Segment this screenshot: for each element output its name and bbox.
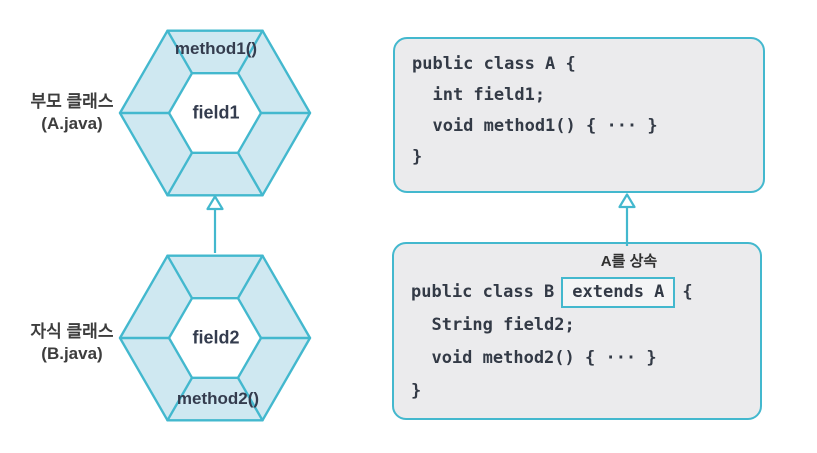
child-field-text: field2	[192, 327, 240, 348]
parent-class-filename: (A.java)	[41, 114, 103, 133]
class-a-code-box: public class A { int field1; void method…	[393, 37, 765, 193]
extends-a-highlight-box: extends A	[561, 277, 676, 308]
child-method-text: method2()	[176, 389, 260, 408]
code-text: public class B	[411, 282, 555, 302]
child-class-filename: (B.java)	[41, 344, 103, 363]
parent-field-text: field1	[192, 102, 240, 123]
code-line: }	[411, 381, 422, 401]
class-b-code-box: A를 상속 public class B extends A { String fi…	[392, 242, 762, 420]
code-line-extends: public class B extends A {	[411, 276, 756, 309]
hexagon-inheritance-arrow	[206, 195, 224, 253]
code-line: void method2() { ··· }	[411, 348, 657, 368]
class-a-code: public class A { int field1; void method…	[412, 49, 759, 173]
code-inheritance-arrow	[618, 193, 636, 246]
code-line: int field1;	[412, 85, 546, 105]
code-line: public class A {	[412, 54, 576, 74]
extends-annotation: A를 상속	[600, 253, 658, 270]
child-class-label-korean: 자식 클래스	[30, 322, 114, 341]
parent-class-label-korean: 부모 클래스	[30, 92, 114, 111]
parent-method-text: method1()	[174, 39, 258, 58]
parent-class-label: 부모 클래스 (A.java)	[7, 91, 137, 135]
child-class-label: 자식 클래스 (B.java)	[7, 321, 137, 365]
code-line: void method1() { ··· }	[412, 116, 658, 136]
code-line: }	[412, 147, 423, 167]
code-line: String field2;	[411, 315, 575, 335]
code-text: {	[682, 282, 693, 302]
